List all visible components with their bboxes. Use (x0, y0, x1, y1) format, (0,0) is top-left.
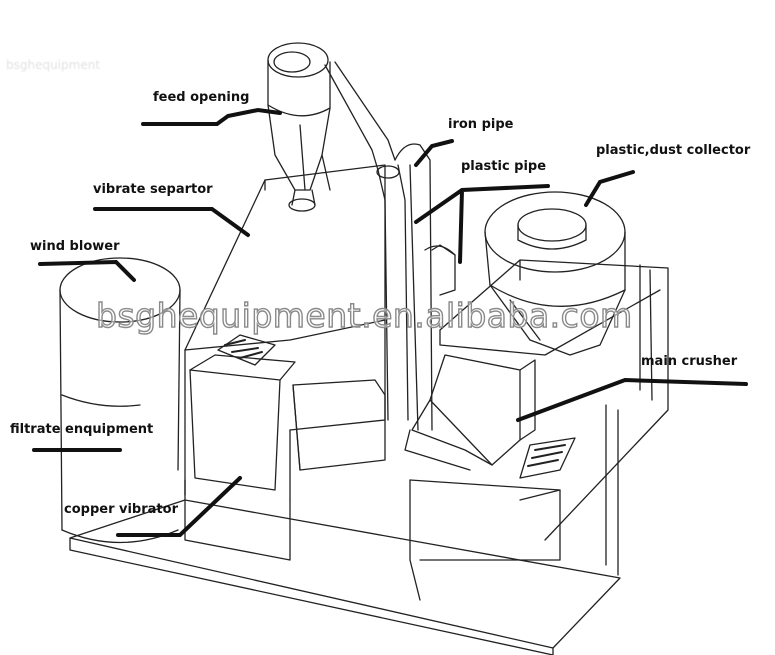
wind-blower (59, 257, 181, 544)
main-crusher (404, 354, 576, 601)
right-frame (439, 259, 669, 576)
label-copper-vibrator: copper vibrator (64, 502, 178, 517)
main-crusher-leader (516, 377, 748, 422)
label-filtrate-enquipment: filtrate enquipment (10, 422, 154, 437)
iron-pipe-leader (414, 139, 454, 167)
vibrate-separator-leader (93, 207, 250, 237)
base-platform (69, 499, 621, 655)
feed-cyclone (267, 42, 331, 212)
label-plastic-dust-collector: plastic,dust collector (596, 143, 751, 158)
feed-opening-leader (141, 107, 282, 126)
middle-box (292, 379, 386, 471)
dust-collector-leader (584, 170, 635, 207)
label-feed-opening: feed opening (153, 90, 250, 105)
label-vibrate-separtor: vibrate separtor (93, 182, 213, 197)
watermark-text: bsghequipment.en.alibaba.com (95, 295, 633, 335)
leader-lines (32, 107, 748, 537)
wind-blower-leader (38, 259, 136, 282)
vibrate-separator (184, 164, 386, 501)
copper-vibrator-leader (116, 476, 242, 537)
faint-header-text: bsghequipment (6, 58, 101, 72)
dust-collector (484, 191, 626, 356)
plastic-pipe-leader (414, 184, 550, 264)
label-plastic-pipe: plastic pipe (461, 159, 547, 174)
label-iron-pipe: iron pipe (448, 117, 514, 132)
iron-plastic-pipe (394, 143, 456, 431)
copper-vibrator (184, 354, 296, 561)
label-wind-blower: wind blower (30, 239, 120, 254)
connecting-pipe (324, 61, 409, 421)
label-main-crusher: main crusher (641, 354, 738, 369)
